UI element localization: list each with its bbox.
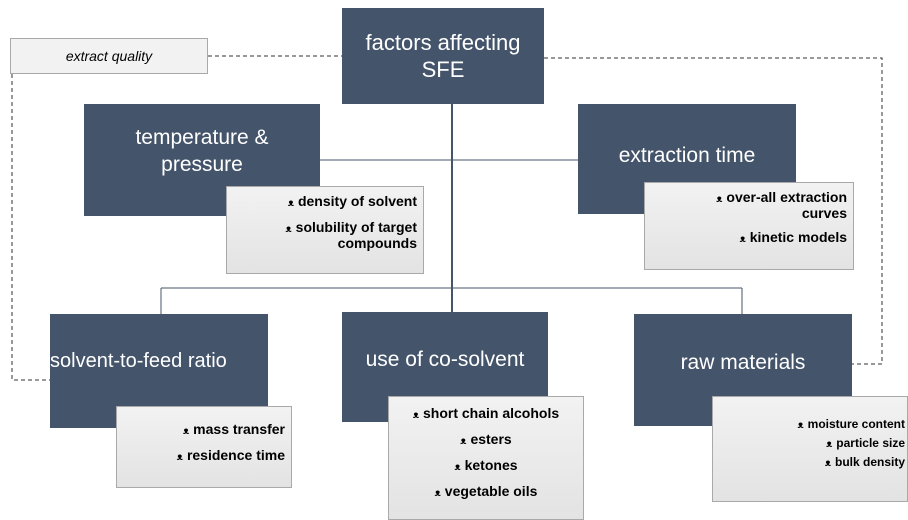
bullet-icon: ᴥ [287,198,294,209]
extract-quality-box: extract quality [10,38,208,74]
root-title-line2: SFE [421,57,465,82]
quality-solvent-dashed [11,74,50,381]
root-raw-dashed [544,57,883,365]
root-node: factors affecting SFE [342,8,544,104]
detail-item-continued: curves [801,205,847,221]
bullet-icon: ᴥ [412,410,419,421]
temperature-title-line1: temperature & [135,126,269,149]
bullet-icon: ᴥ [797,420,804,431]
root-title-line1: factors affecting [365,30,521,55]
bullet-icon: ᴥ [824,458,831,469]
solvent-to-feed-title: solvent-to-feed ratio [50,349,227,372]
bullet-icon: ᴥ [285,224,292,235]
bullet-icon: ᴥ [454,462,461,473]
detail-item-continued: compounds [337,235,417,251]
co-solvent-title: use of co-solvent [365,347,525,371]
temperature-title-line2: pressure [161,153,243,176]
bullet-icon: ᴥ [176,452,183,463]
extraction-time-title: extraction time [618,143,756,167]
extract-quality-label: extract quality [65,48,153,64]
bullet-icon: ᴥ [716,194,723,205]
bullet-icon: ᴥ [826,439,833,450]
bullet-icon: ᴥ [183,426,190,437]
bullet-icon: ᴥ [739,234,746,245]
raw-materials-title: raw materials [680,350,806,374]
bullet-icon: ᴥ [460,436,467,447]
bullet-icon: ᴥ [434,488,441,499]
